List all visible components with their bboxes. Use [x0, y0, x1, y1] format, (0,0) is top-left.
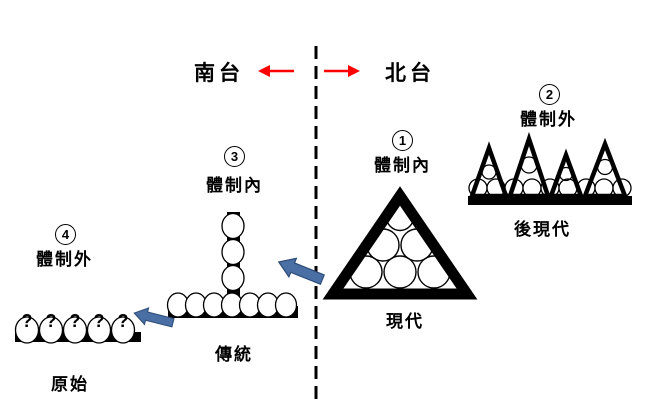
system-label-postmodern: 體制外	[520, 110, 577, 129]
node-number-postmodern: 2	[539, 84, 560, 105]
system-label-primitive: 體制外	[36, 250, 93, 269]
traditional-t-shape	[166, 212, 298, 318]
node-number-primitive: 4	[55, 224, 76, 245]
region-left-arrow-icon	[258, 65, 294, 77]
primitive-bar-shape: ? ? ? ? ?	[14, 311, 141, 344]
region-label-south: 南台	[194, 62, 244, 85]
question-mark: ?	[118, 311, 129, 331]
postmodern-triangles-shape	[468, 131, 632, 205]
node-number-traditional: 3	[224, 146, 245, 167]
flow-arrow-modern-to-traditional-icon	[277, 257, 325, 286]
question-mark: ?	[22, 311, 33, 331]
node-name-modern: 現代	[386, 312, 424, 331]
system-label-traditional: 體制內	[206, 176, 263, 195]
question-mark: ?	[70, 311, 81, 331]
modern-triangle-shape	[322, 186, 478, 300]
question-mark: ?	[46, 311, 57, 331]
node-name-traditional: 傳統	[215, 345, 253, 364]
question-mark: ?	[94, 311, 105, 331]
flow-arrow-traditional-to-primitive-icon	[133, 307, 175, 328]
node-number-modern: 1	[392, 130, 413, 151]
region-label-north: 北台	[385, 62, 435, 85]
node-name-postmodern: 後現代	[514, 220, 571, 239]
node-name-primitive: 原始	[51, 375, 89, 394]
system-label-modern: 體制內	[374, 156, 431, 175]
region-right-arrow-icon	[324, 65, 360, 77]
